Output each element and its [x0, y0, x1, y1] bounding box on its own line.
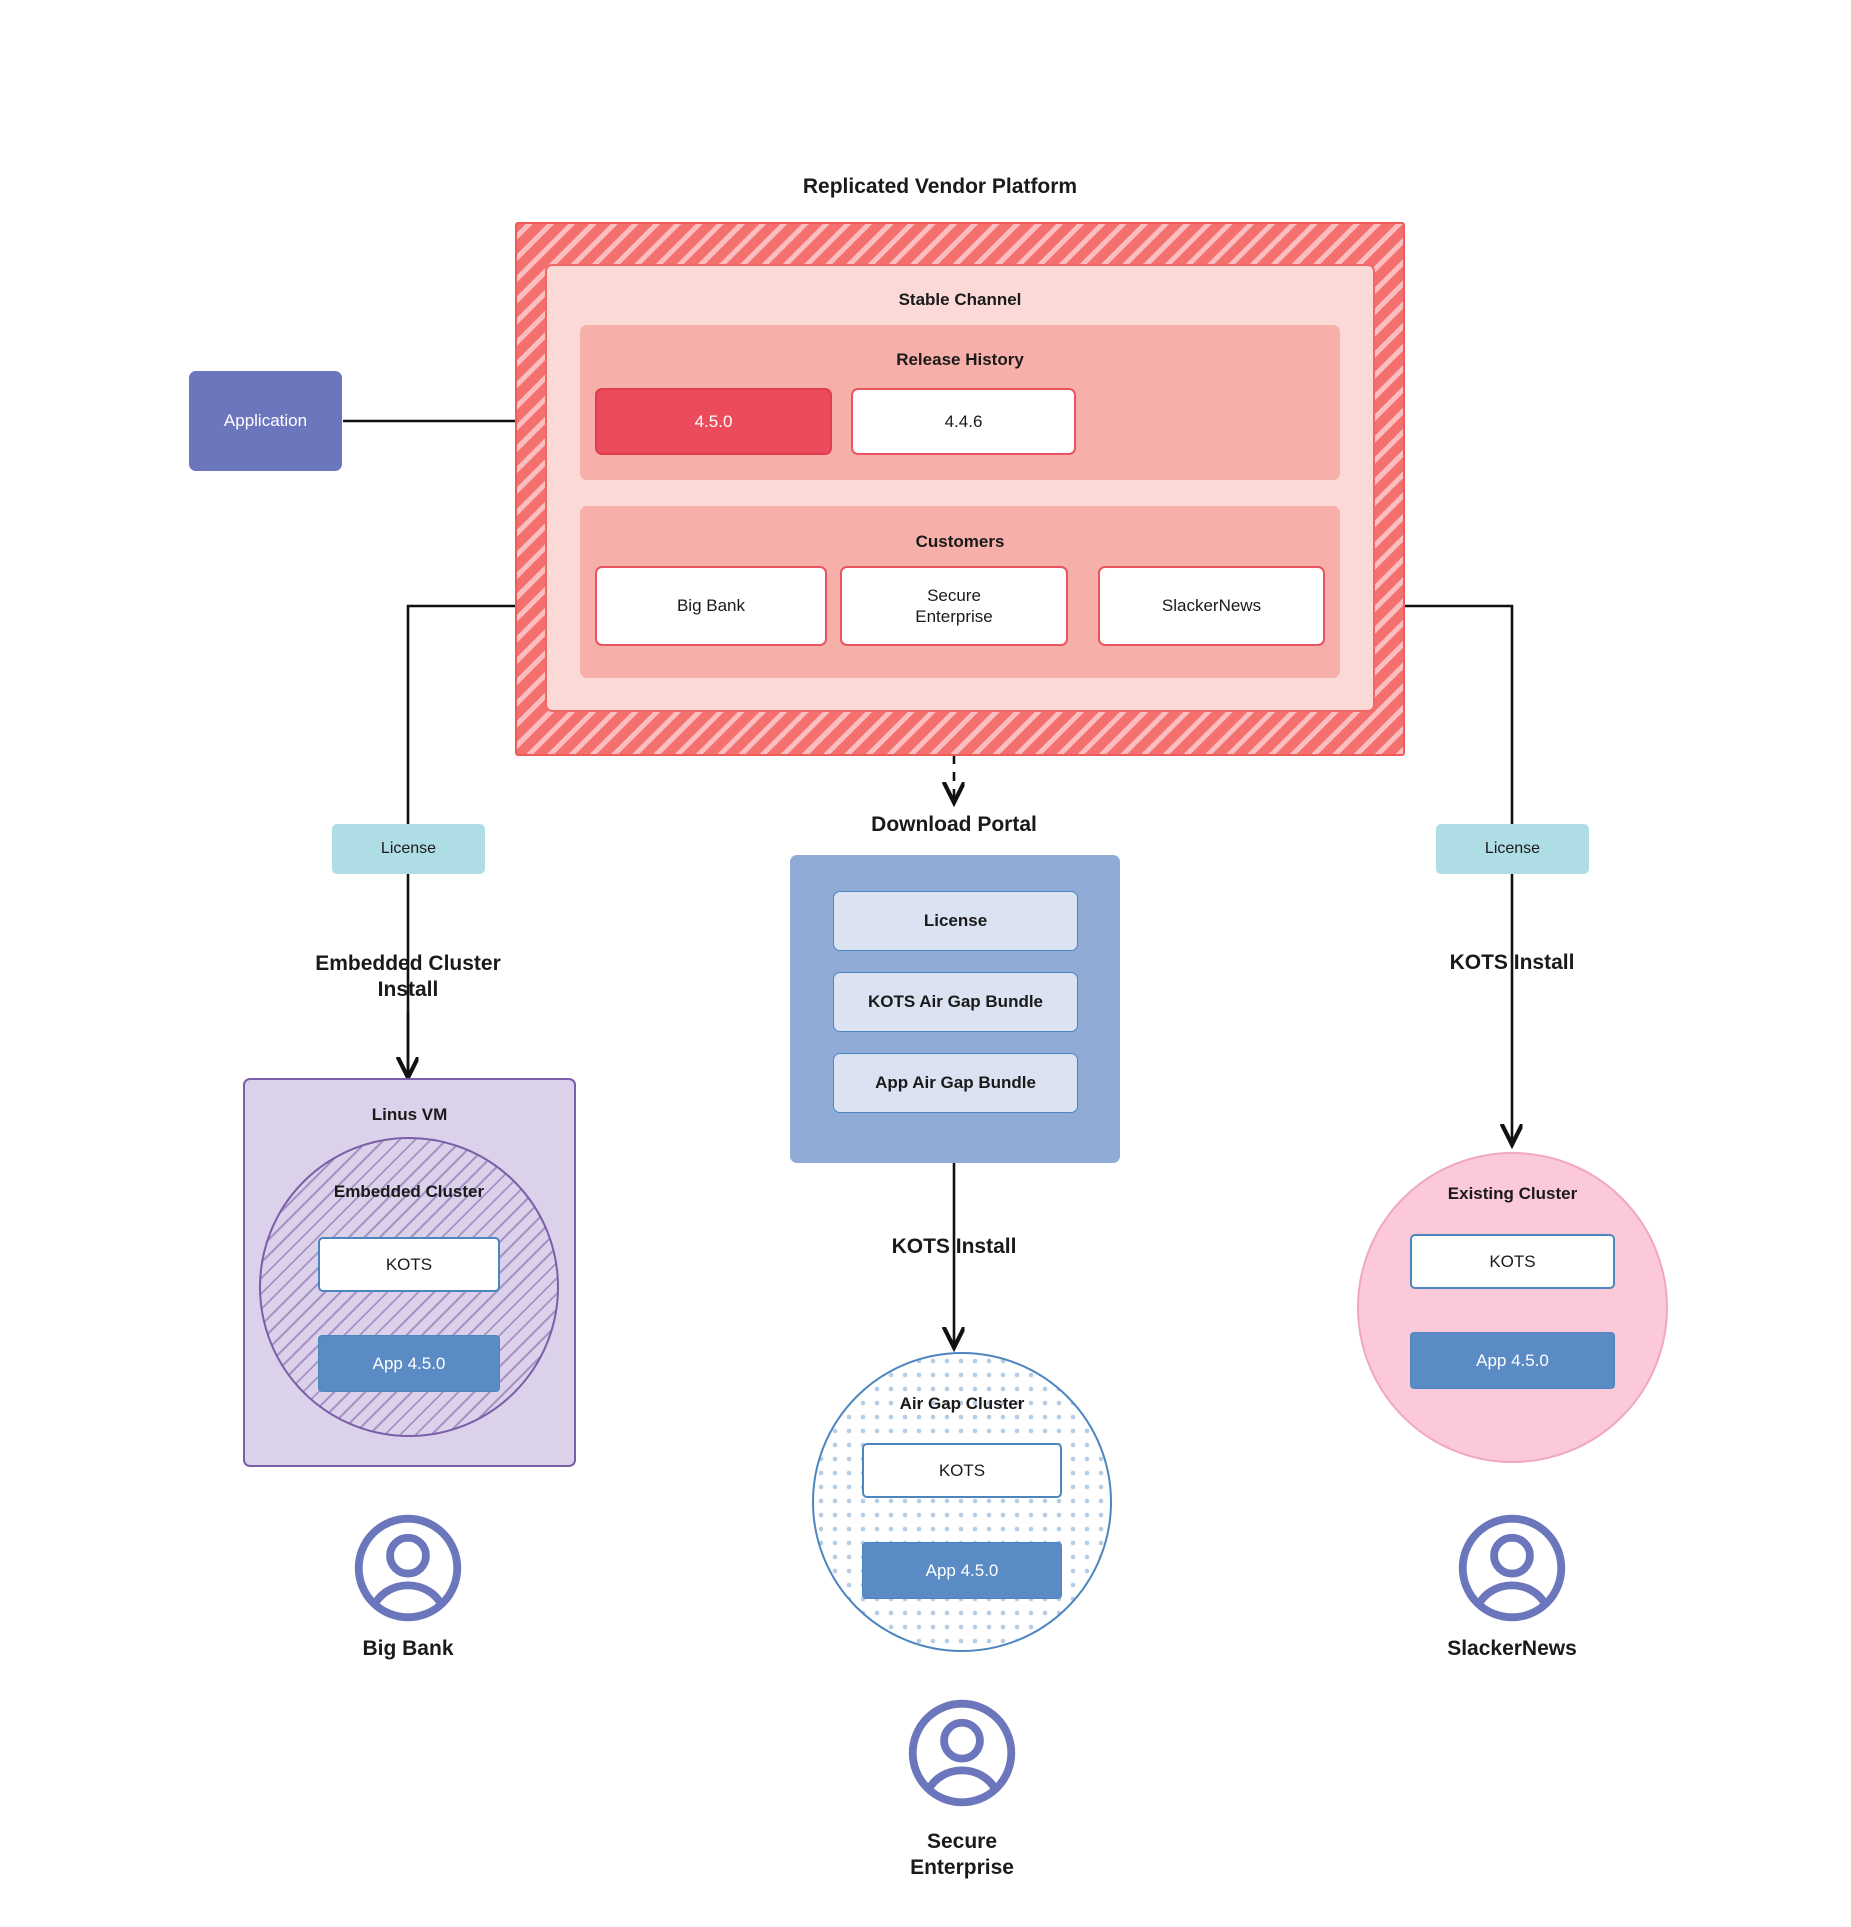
customer-chip-big-bank[interactable]: Big Bank	[595, 566, 827, 646]
user-avatar-icon	[354, 1514, 462, 1622]
embedded-cluster-install-label-line2: Install	[377, 978, 439, 1001]
user-avatar-icon	[908, 1699, 1016, 1807]
air-gap-cluster-circle	[812, 1352, 1112, 1652]
existing-cluster-circle	[1357, 1152, 1668, 1463]
license-node-right[interactable]: License	[1436, 824, 1589, 874]
customer-chip-secure-enterprise[interactable]: Secure Enterprise	[840, 566, 1068, 646]
kots-node-right[interactable]: KOTS	[1410, 1234, 1615, 1289]
kots-install-label-center: KOTS Install	[891, 1234, 1017, 1258]
app-node-center[interactable]: App 4.5.0	[862, 1542, 1062, 1599]
customer-chip-secure-enterprise-line1: Secure	[927, 585, 981, 605]
embedded-cluster-install-label-line1: Embedded Cluster	[315, 951, 501, 975]
portal-item-license[interactable]: License	[833, 891, 1078, 951]
customer-label-big-bank: Big Bank	[362, 1636, 454, 1660]
avatar-secure-enterprise	[906, 1697, 1018, 1809]
app-node-right[interactable]: App 4.5.0	[1410, 1332, 1615, 1389]
customer-label-secure-enterprise-line1: Secure	[926, 1829, 998, 1853]
stable-channel-title: Stable Channel	[898, 290, 1022, 310]
portal-item-app-air-gap-bundle[interactable]: App Air Gap Bundle	[833, 1053, 1078, 1113]
release-chip-446[interactable]: 4.4.6	[851, 388, 1076, 455]
app-node-left[interactable]: App 4.5.0	[318, 1335, 500, 1392]
kots-node-center[interactable]: KOTS	[862, 1443, 1062, 1498]
customer-label-secure-enterprise-line2: Enterprise	[910, 1856, 1014, 1879]
customer-chip-secure-enterprise-line2: Enterprise	[915, 607, 993, 626]
avatar-big-bank	[352, 1512, 464, 1624]
customers-title: Customers	[915, 532, 1005, 552]
customer-label-slackernews: SlackerNews	[1447, 1636, 1577, 1660]
customer-chip-slackernews[interactable]: SlackerNews	[1098, 566, 1325, 646]
air-gap-cluster-title: Air Gap Cluster	[899, 1394, 1025, 1414]
release-chip-450[interactable]: 4.5.0	[595, 388, 832, 455]
user-avatar-icon	[1458, 1514, 1566, 1622]
release-history-title: Release History	[896, 350, 1024, 370]
page-title: Replicated Vendor Platform	[802, 174, 1078, 198]
application-node[interactable]: Application	[189, 371, 342, 471]
embedded-cluster-install-label: Embedded Cluster Install	[258, 946, 558, 1008]
linux-vm-title: Linus VM	[371, 1105, 448, 1125]
customer-label-secure-enterprise: Secure Enterprise	[842, 1820, 1082, 1890]
license-node-left[interactable]: License	[332, 824, 485, 874]
kots-node-left[interactable]: KOTS	[318, 1237, 500, 1292]
avatar-slackernews	[1456, 1512, 1568, 1624]
portal-item-kots-air-gap-bundle[interactable]: KOTS Air Gap Bundle	[833, 972, 1078, 1032]
download-portal-title: Download Portal	[871, 812, 1037, 836]
embedded-cluster-title: Embedded Cluster	[333, 1182, 485, 1202]
kots-install-label-right: KOTS Install	[1449, 950, 1575, 974]
existing-cluster-title: Existing Cluster	[1447, 1184, 1578, 1204]
